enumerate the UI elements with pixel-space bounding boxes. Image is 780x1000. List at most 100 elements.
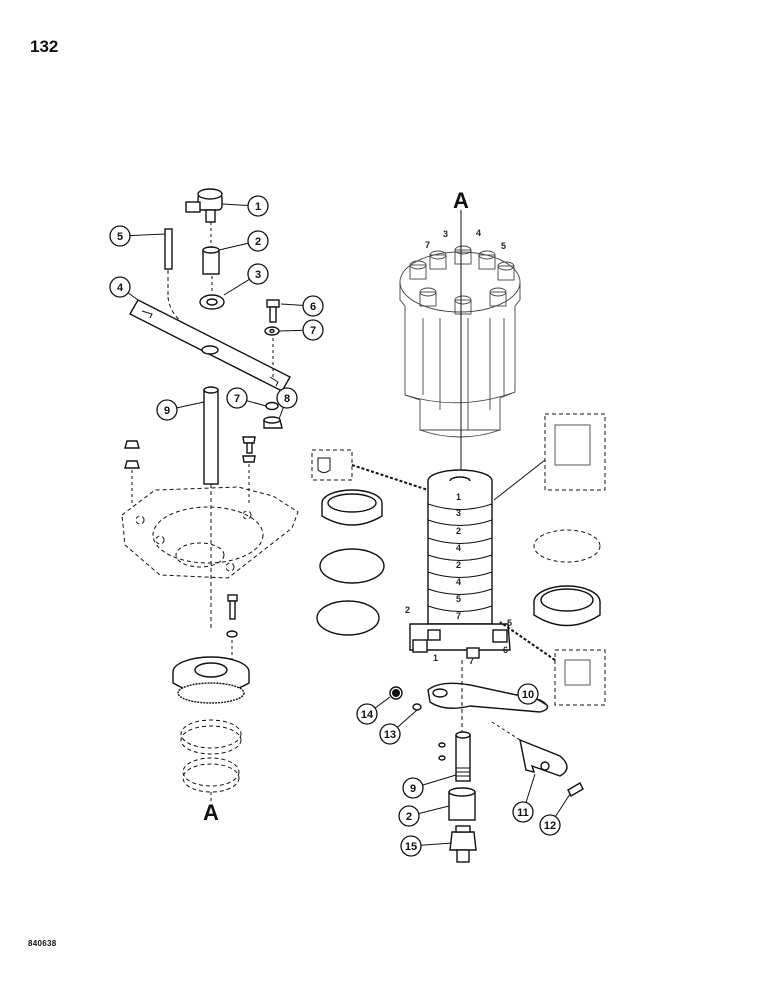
callout-circle (539, 814, 561, 836)
pin-rod-part (164, 228, 211, 351)
callout-circle (156, 399, 178, 421)
callout-circle (226, 387, 248, 409)
callout-3: 3 (223, 263, 269, 296)
callout-circle (247, 263, 269, 285)
callout-6: 6 (280, 295, 324, 317)
seal-ring-part (177, 682, 245, 802)
callout-circle (302, 319, 324, 341)
lower-bolt-part (226, 594, 238, 660)
ring-number: 5 (456, 594, 461, 604)
nut-washer-part (389, 686, 422, 711)
upper-manifold-part (399, 210, 521, 480)
callout-number: 1 (255, 201, 261, 213)
callout-number: 13 (384, 729, 396, 741)
callout-circle (356, 703, 378, 725)
callout-4: 4 (109, 276, 139, 301)
callout-10: 10 (517, 683, 549, 707)
callout-9: 9 (402, 774, 457, 799)
callout-number: 4 (117, 282, 124, 294)
screw-part (567, 782, 584, 797)
section-label-top: A (453, 188, 469, 213)
port-number: 1 (433, 653, 438, 663)
callout-circle (512, 801, 534, 823)
ring-number: 4 (456, 577, 461, 587)
callout-number: 11 (517, 807, 529, 819)
footer-code: 840638 (28, 939, 57, 948)
port-number: 5 (501, 241, 506, 251)
callout-7: 7 (278, 319, 324, 341)
tube-part (203, 386, 219, 628)
seal-rings-right (533, 529, 601, 627)
callout-number: 6 (310, 301, 316, 313)
handle-bracket-part (427, 660, 549, 740)
port-number: 7 (469, 656, 474, 666)
ring-bands (427, 503, 493, 612)
callout-number: 15 (405, 841, 417, 853)
seal-rings-left (316, 489, 385, 636)
callout-15: 15 (400, 835, 453, 857)
callout-12: 12 (539, 793, 571, 836)
callout-number: 2 (406, 811, 412, 823)
callout-7: 7 (226, 387, 267, 409)
callout-number: 5 (117, 231, 123, 243)
callout-circle (398, 805, 420, 827)
slip-ring-core-part (409, 469, 511, 659)
port-boss-set (409, 245, 515, 315)
clamp-part (491, 721, 568, 777)
callout-5: 5 (109, 225, 166, 247)
callout-14: 14 (356, 696, 391, 725)
callout-circle (109, 225, 131, 247)
callout-circle (302, 295, 324, 317)
callout-number: 12 (544, 820, 556, 832)
mounting-plate-part (129, 299, 291, 392)
cap-screw-part (124, 436, 256, 505)
callout-1: 1 (221, 195, 269, 217)
callout-number: 7 (234, 393, 240, 405)
port-number: 5 (507, 618, 512, 628)
bushing-part (202, 222, 220, 275)
washer-part (199, 276, 225, 310)
port-number-layer: 7 3 4 5 2 5 6 1 7 (405, 228, 512, 666)
port-number: 2 (405, 605, 410, 615)
callout-9: 9 (156, 399, 205, 421)
callout-circle (517, 683, 539, 705)
detail-callout-box-right-top (493, 413, 606, 501)
callout-number: 14 (361, 709, 374, 721)
callout-number: 9 (164, 405, 170, 417)
mount-base-plate-part (121, 486, 299, 579)
callout-2: 2 (218, 230, 269, 252)
page-number: 132 (30, 37, 59, 56)
callout-number: 10 (522, 689, 534, 701)
ring-number: 2 (456, 526, 461, 536)
lower-tube-part (438, 731, 471, 782)
callout-number: 8 (284, 393, 290, 405)
callout-circle (109, 276, 131, 298)
callout-number: 7 (310, 325, 316, 337)
callout-circle (247, 195, 269, 217)
ring-number: 3 (456, 508, 461, 518)
hose-fitting-part (449, 825, 477, 863)
callout-11: 11 (512, 773, 536, 823)
callout-circle (402, 777, 424, 799)
port-number: 7 (425, 240, 430, 250)
callout-circle (276, 387, 298, 409)
port-number: 4 (476, 228, 481, 238)
nut-part (263, 401, 283, 429)
section-label-bottom: A (203, 800, 219, 825)
callout-8: 8 (276, 387, 298, 420)
callout-circle (400, 835, 422, 857)
detail-callout-box-right-bottom (499, 621, 606, 706)
port-number: 6 (503, 645, 508, 655)
lower-bushing-part (448, 787, 476, 821)
swivel-fitting-part (185, 188, 223, 223)
callout-circle (379, 723, 401, 745)
callout-number: 2 (255, 236, 261, 248)
ring-number: 2 (456, 560, 461, 570)
ring-number: 4 (456, 543, 461, 553)
callout-2: 2 (398, 805, 450, 827)
callout-13: 13 (379, 709, 418, 745)
